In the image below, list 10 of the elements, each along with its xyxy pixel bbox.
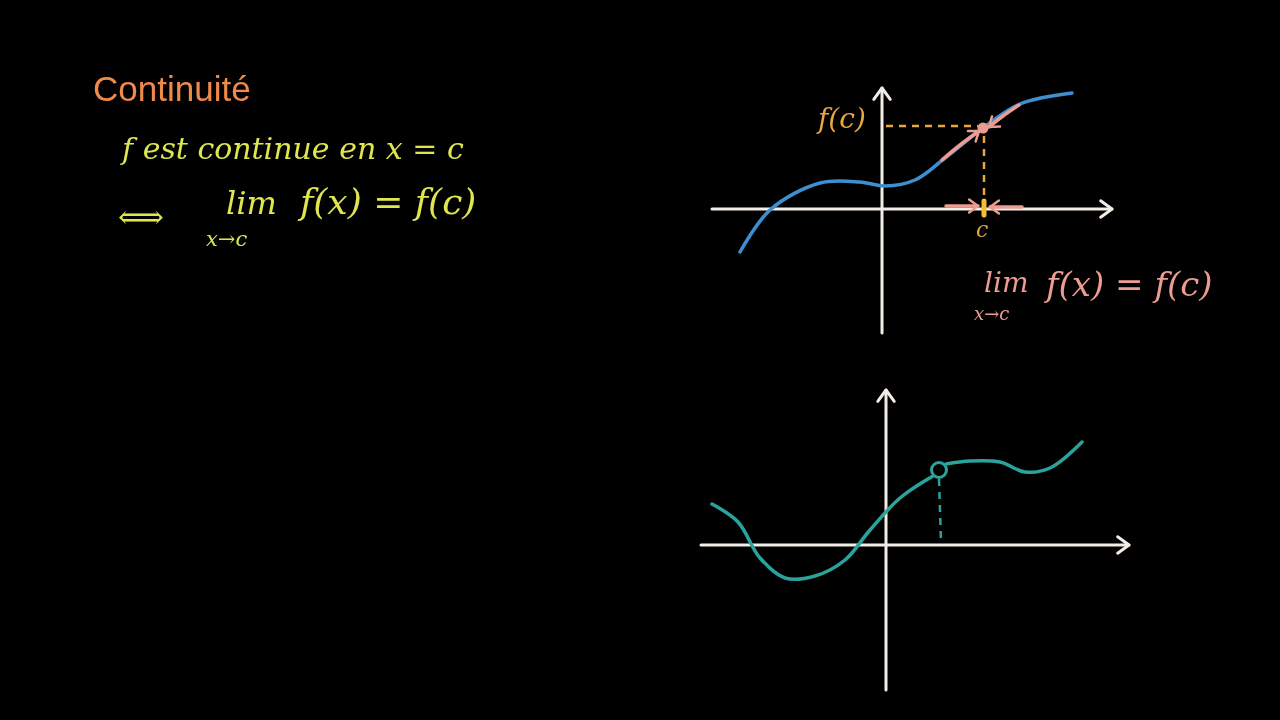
title: Continuité xyxy=(93,70,251,109)
limit-operator: lim xyxy=(226,186,277,222)
math-statement: f est continue en x = c xyxy=(122,132,464,165)
limit-subscript: x→c xyxy=(974,304,1010,324)
axis-label: f(c) xyxy=(818,104,866,135)
equivalence-symbol: ⟺ xyxy=(118,200,164,236)
limit-subscript: x→c xyxy=(206,228,248,252)
axis-label: c xyxy=(976,218,989,243)
limit-operator: lim xyxy=(984,268,1029,299)
equation: f(x) = f(c) xyxy=(1046,266,1213,304)
